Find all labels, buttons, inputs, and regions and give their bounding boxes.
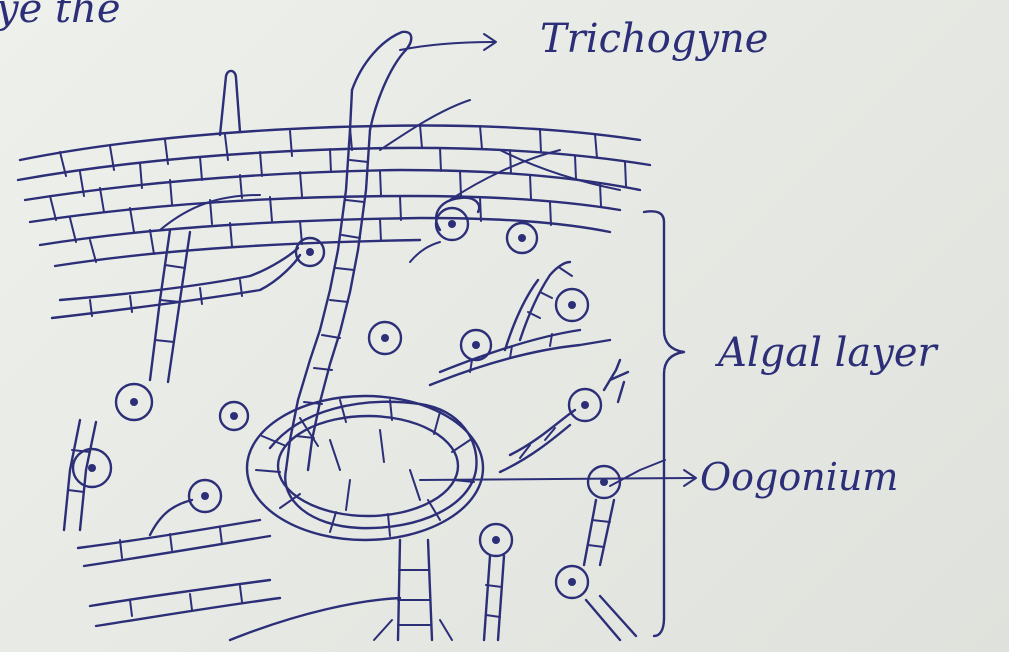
trichogyne-pointer [400,34,496,50]
algal-cell [480,524,512,556]
algal-cell [369,322,401,354]
algal-cell [116,384,152,420]
upper-cortex [18,100,650,266]
algal-cell [189,480,221,512]
header-fragment: ye the [0,0,121,32]
algal-cell [507,223,537,253]
algal-layer-label: Algal layer [714,330,940,376]
stalk-hypha [374,540,452,640]
algal-layer-brace [644,211,684,636]
algal-cell [220,402,248,430]
algal-cell [569,389,601,421]
algal-cell [556,566,588,598]
algal-cell [436,208,468,240]
medullary-hyphae [52,198,665,640]
oogonium-label: Oogonium [700,455,898,499]
upright-hypha [220,71,240,135]
oogonium-pointer [420,470,696,486]
algal-cell [588,466,620,498]
trichogyne-label: Trichogyne [540,16,768,62]
algal-cell [556,289,588,321]
algal-cell [73,449,111,487]
ascogonium-coil [247,396,483,540]
